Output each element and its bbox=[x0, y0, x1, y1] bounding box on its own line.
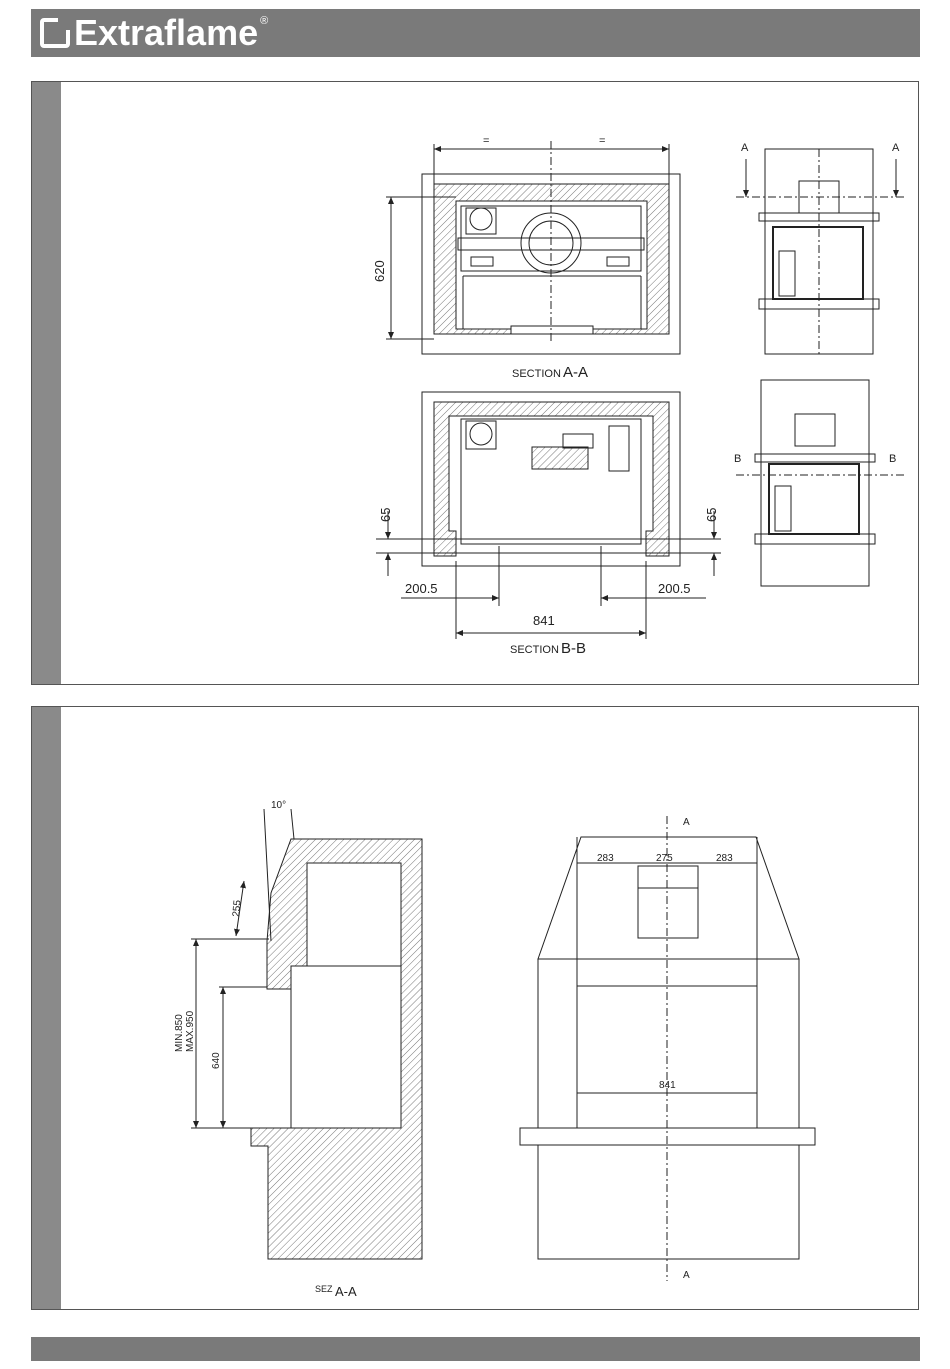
dim-620: 620 bbox=[372, 260, 387, 282]
dim-640: 640 bbox=[211, 1052, 222, 1069]
marker-b-left: B bbox=[734, 453, 741, 465]
brand-header: Extraflame ® bbox=[31, 9, 920, 57]
brand-name: Extraflame bbox=[74, 13, 258, 53]
technical-drawing-bottom: 10° 255 MIN.850 MAX.950 640 SEZ A-A 283 … bbox=[32, 707, 920, 1311]
technical-drawing-top: = = 620 SECTION A-A A A bbox=[32, 82, 920, 686]
dim-275: 275 bbox=[656, 853, 673, 864]
brand-logo: Extraflame ® bbox=[40, 13, 268, 53]
sez-aa-drawing bbox=[191, 809, 422, 1259]
section-aa-drawing bbox=[386, 141, 680, 354]
footer-bar bbox=[31, 1337, 920, 1361]
section-bb-prefix: SECTION bbox=[510, 644, 559, 656]
panel-sections: = = 620 SECTION A-A A A bbox=[31, 81, 919, 685]
dim-283-right: 283 bbox=[716, 853, 733, 864]
marker-a-bottom: A bbox=[683, 1270, 690, 1281]
dim-255: 255 bbox=[231, 899, 243, 917]
dim-eq-right: = bbox=[599, 135, 605, 147]
dim-min-850: MIN.850 bbox=[174, 1014, 185, 1052]
marker-a-top: A bbox=[683, 817, 690, 828]
sez-name: A-A bbox=[335, 1284, 357, 1299]
side-view-a bbox=[736, 149, 906, 354]
dim-65-left: 65 bbox=[378, 508, 393, 522]
dim-200-5-right: 200.5 bbox=[658, 581, 691, 596]
registered-mark: ® bbox=[260, 15, 268, 27]
dim-max-950: MAX.950 bbox=[185, 1010, 196, 1052]
panel-installation: 10° 255 MIN.850 MAX.950 640 SEZ A-A 283 … bbox=[31, 706, 919, 1310]
section-bb-name: B-B bbox=[561, 640, 586, 657]
sez-prefix: SEZ bbox=[315, 1284, 333, 1294]
dim-841-bottom: 841 bbox=[659, 1080, 676, 1091]
section-aa-name: A-A bbox=[563, 364, 588, 381]
dim-angle-10: 10° bbox=[271, 800, 286, 811]
marker-a-right: A bbox=[892, 142, 900, 154]
marker-a-left: A bbox=[741, 142, 749, 154]
logo-icon bbox=[40, 18, 70, 48]
marker-b-right: B bbox=[889, 453, 896, 465]
dim-841-top: 841 bbox=[533, 613, 555, 628]
dim-eq-left: = bbox=[483, 135, 489, 147]
dim-283-left: 283 bbox=[597, 853, 614, 864]
section-aa-prefix: SECTION bbox=[512, 368, 561, 380]
front-view-drawing bbox=[520, 816, 815, 1281]
section-bb-drawing bbox=[376, 392, 721, 639]
side-view-b bbox=[736, 380, 906, 586]
dim-200-5-left: 200.5 bbox=[405, 581, 438, 596]
dim-65-right: 65 bbox=[704, 508, 719, 522]
